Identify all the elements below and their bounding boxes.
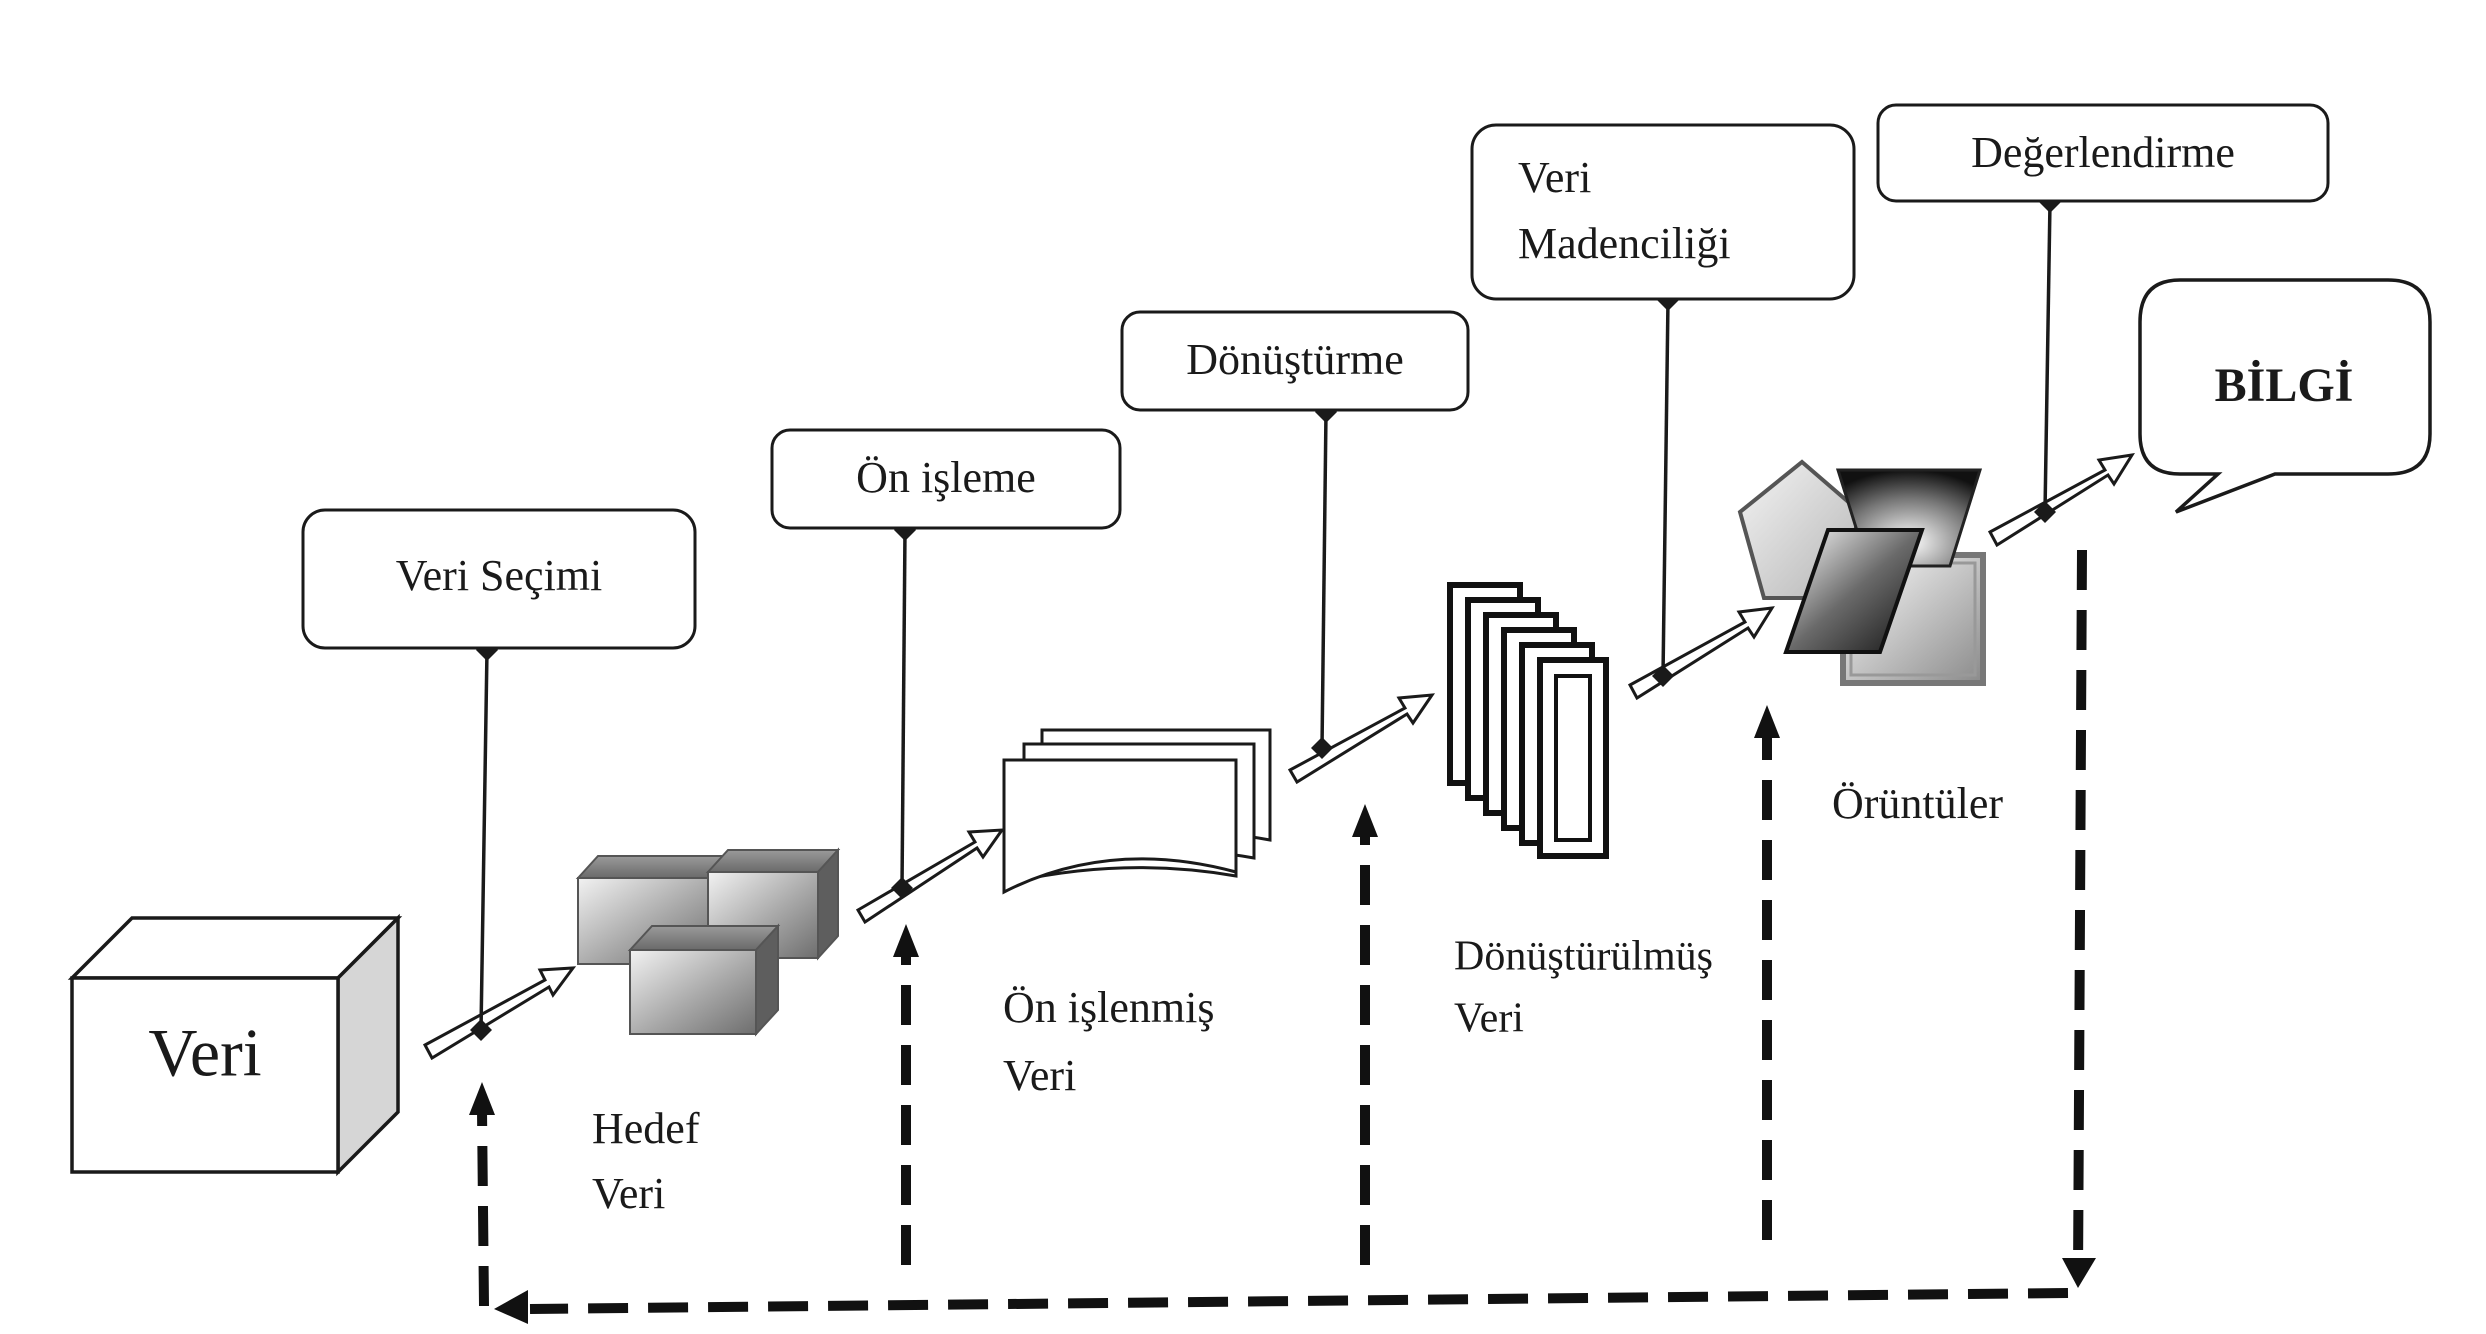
- stage-label-hedef-veri-1: Hedef: [592, 1104, 700, 1153]
- step-label-on-isleme: Ön işleme: [856, 453, 1036, 502]
- stage-label-transformed-1: Dönüştürülmüş: [1454, 934, 1713, 980]
- stage-patterns-icon: [1737, 459, 1986, 686]
- step-donusturme: Dönüştürme: [1120, 310, 1470, 412]
- step-degerlendirme: Değerlendirme: [1876, 103, 2330, 203]
- step-on-isleme: Ön işleme: [770, 428, 1122, 530]
- stage-label-hedef-veri-2: Veri: [592, 1169, 665, 1218]
- stage-label-preprocessed-2: Veri: [1003, 1051, 1076, 1100]
- callout-stems: [479, 201, 2052, 1031]
- knowledge-label: BİLGİ: [2215, 359, 2354, 412]
- step-label-degerlendirme: Değerlendirme: [1971, 128, 2235, 177]
- step-veri-madenciligi: Veri Madenciliği: [1470, 123, 1856, 301]
- stage-label-veri: Veri: [148, 1015, 261, 1091]
- stage-hedef-veri-icon: [575, 847, 841, 1037]
- step-label-donusturme: Dönüştürme: [1186, 335, 1404, 384]
- feedback-arrowheads: [469, 705, 2096, 1324]
- stage-label-transformed-2: Veri: [1454, 996, 1524, 1042]
- stage-veri-cube: Veri: [67, 913, 403, 1177]
- stage-transformed-icon: [1447, 582, 1609, 859]
- stage-preprocessed-icon: [1002, 728, 1272, 895]
- stage-label-patterns: Örüntüler: [1832, 779, 2003, 828]
- step-veri-secimi: Veri Seçimi: [301, 508, 697, 650]
- knowledge-bubble: BİLGİ: [2138, 278, 2432, 514]
- step-label-veri-secimi: Veri Seçimi: [396, 551, 603, 600]
- step-label-veri-madenciligi-1: Veri: [1518, 153, 1591, 202]
- step-label-veri-madenciligi-2: Madenciliği: [1518, 219, 1731, 268]
- target-block-3: [627, 923, 781, 1037]
- stage-label-preprocessed-1: Ön işlenmiş: [1003, 983, 1214, 1032]
- feedback-loop: [477, 549, 2087, 1314]
